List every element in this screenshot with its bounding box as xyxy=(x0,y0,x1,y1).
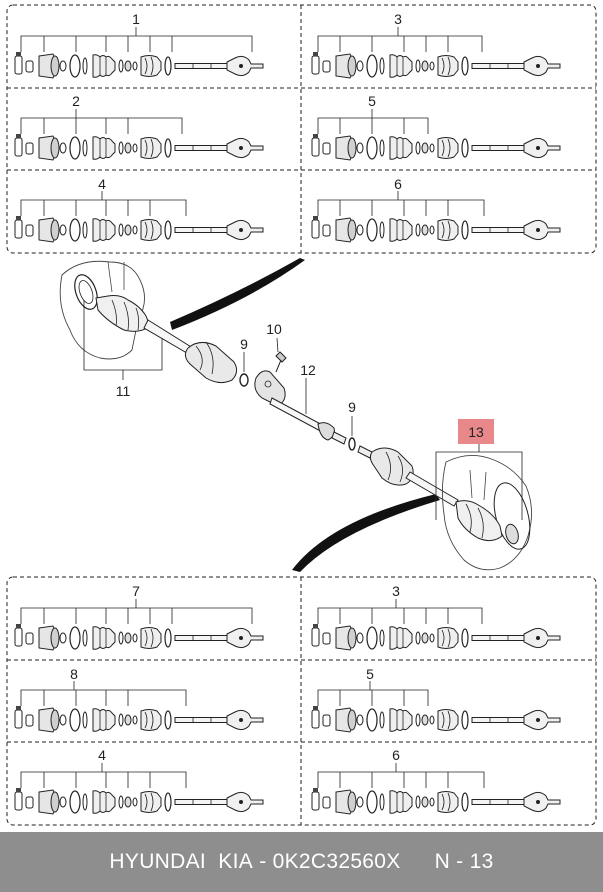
bottom-panel-row-2-right: 5 xyxy=(311,666,561,733)
panel-label-bottom-6: 6 xyxy=(392,747,400,763)
left-cv-boot xyxy=(95,295,151,332)
panel-label-bottom-1: 7 xyxy=(132,583,140,599)
top-panel-row-2-right: 5 xyxy=(311,93,561,161)
ring-9-lower xyxy=(348,437,356,451)
top-parts-panel xyxy=(6,4,597,254)
footer-part-number: 0K2C32560X xyxy=(272,850,401,873)
panel-label-bottom-3: 8 xyxy=(70,666,78,682)
top-panel-row-1-right: 3 xyxy=(311,11,561,79)
inner-joint-housing xyxy=(184,342,238,384)
top-panel-row-3-right: 6 xyxy=(311,176,561,243)
assembly-sweep-lower xyxy=(292,494,440,572)
top-panel-row-2-left: 2 xyxy=(14,93,264,161)
callout-9-lower: 9 xyxy=(348,399,356,415)
bolt-10 xyxy=(275,351,287,373)
ring-9-upper xyxy=(239,373,249,387)
callout-11: 11 xyxy=(116,383,131,399)
panel-label-top-3: 2 xyxy=(72,93,80,109)
panel-label-top-1: 1 xyxy=(132,11,140,27)
left-knuckle xyxy=(59,260,145,360)
assembly-illustration: 9 10 11 12 9 13 xyxy=(59,258,532,572)
top-panel-row-3-left: 4 xyxy=(14,176,264,243)
right-cv-boot xyxy=(455,500,503,542)
assembly-sweep-upper xyxy=(170,258,305,330)
footer-page-ref: N - 13 xyxy=(434,850,494,873)
callout-12: 12 xyxy=(300,362,316,378)
panel-label-top-4: 5 xyxy=(368,93,376,109)
callout-13: 13 xyxy=(468,424,484,440)
panel-label-top-2: 3 xyxy=(394,11,402,27)
footer-bar: HYUNDAI KIA - 0K2C32560X N - 13 xyxy=(0,832,603,892)
callout-10: 10 xyxy=(266,321,282,337)
bottom-panel-row-3-right: 6 xyxy=(311,747,561,815)
panel-label-top-6: 6 xyxy=(394,176,402,192)
panel-label-bottom-5: 4 xyxy=(98,747,106,763)
footer-separator: - xyxy=(253,850,273,873)
bottom-parts-panel xyxy=(6,576,597,826)
left-hub-ring xyxy=(74,274,98,310)
callout-9-upper: 9 xyxy=(240,336,248,352)
bottom-panel-row-2-left: 8 xyxy=(14,666,264,733)
panel-label-top-5: 4 xyxy=(98,176,106,192)
bottom-panel-row-3-left: 4 xyxy=(14,747,264,815)
highlight-badge-13 xyxy=(458,419,494,444)
panel-label-bottom-2: 3 xyxy=(392,583,400,599)
right-knuckle xyxy=(441,455,532,571)
bottom-panel-row-1-right: 3 xyxy=(311,583,561,651)
right-inner-joint xyxy=(369,447,414,486)
top-panel-row-1-left: 1 xyxy=(14,11,264,79)
center-bearing-bracket xyxy=(254,370,286,407)
panel-label-bottom-4: 5 xyxy=(366,666,374,682)
footer-brand: HYUNDAI KIA xyxy=(109,850,254,873)
bottom-panel-row-1-left: 7 xyxy=(14,583,264,651)
